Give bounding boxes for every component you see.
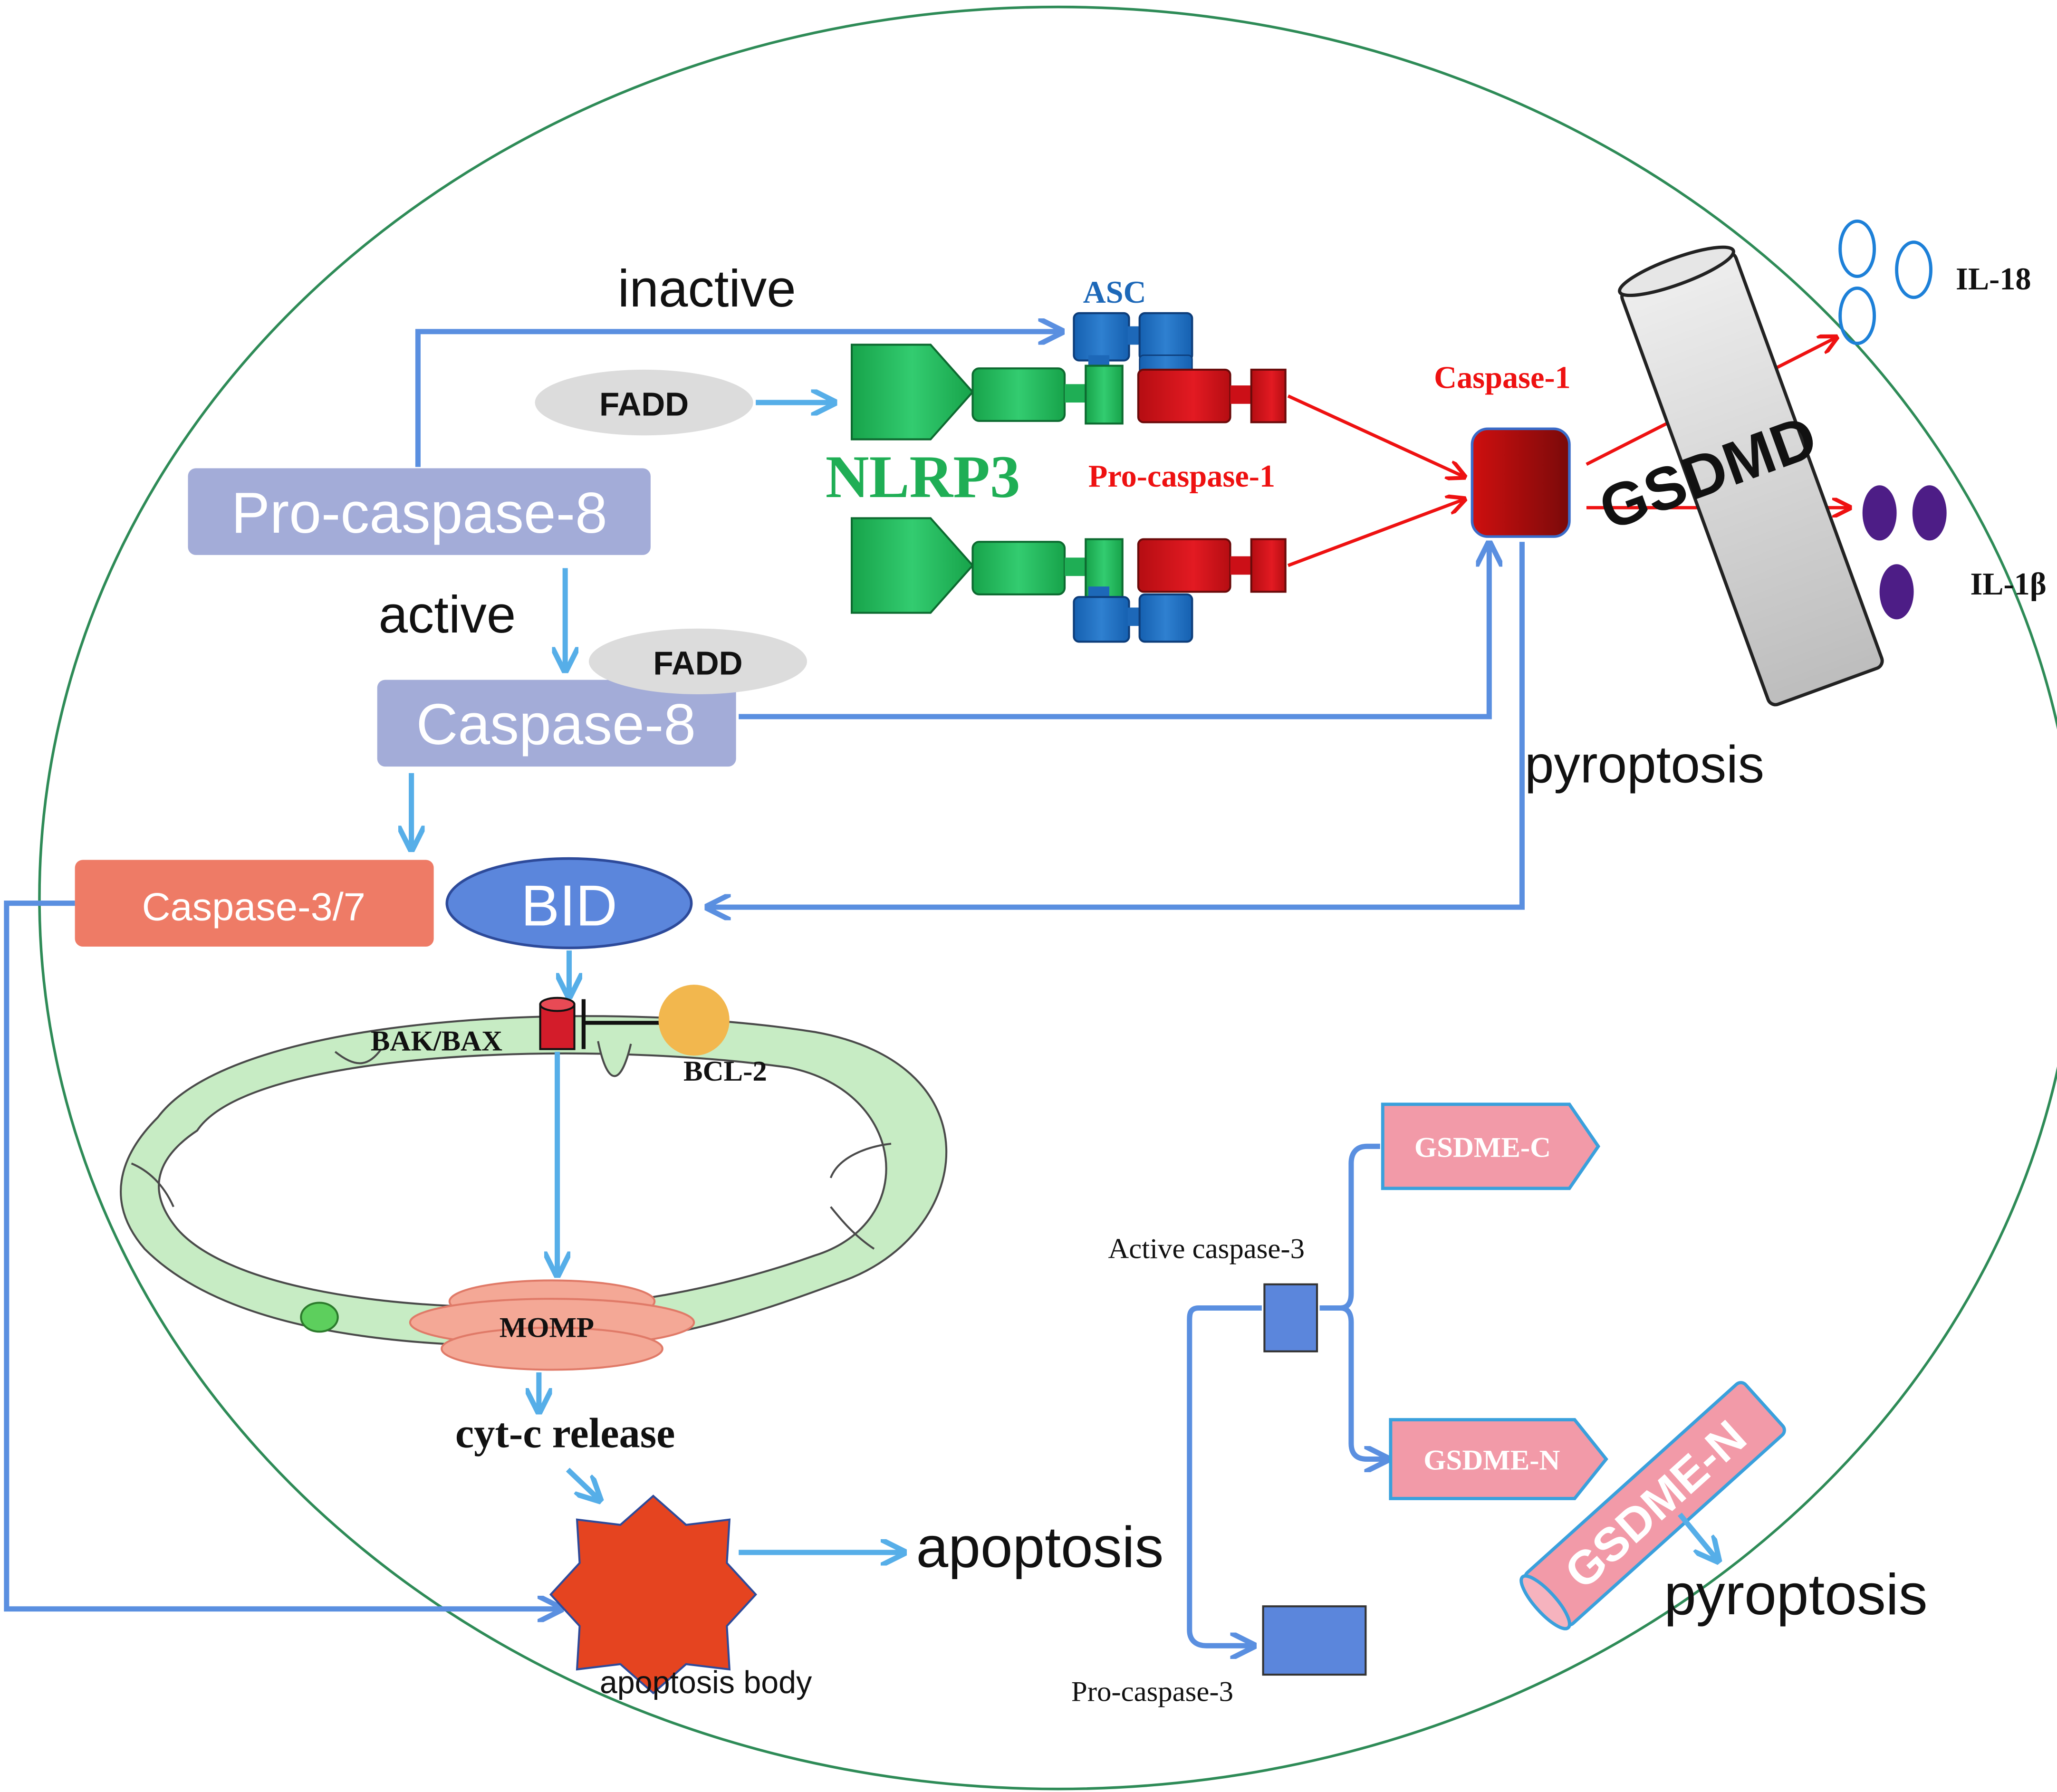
active-caspase3-box: [1263, 1283, 1318, 1352]
bak-bax-label: BAK/BAX: [371, 1025, 502, 1057]
nlrp3-label: NLRP3: [826, 443, 1020, 510]
momp-complex: [409, 1279, 695, 1371]
pro-caspase3-box: [1262, 1605, 1367, 1676]
caspase-37-box: [75, 860, 434, 947]
label-active: active: [378, 585, 516, 644]
fadd-bottom-label: FADD: [653, 645, 742, 682]
fadd-top-label: FADD: [599, 386, 689, 423]
arrow-caspase3-to-gsdme-n: [1340, 1305, 1385, 1459]
il18-label: IL-18: [1956, 262, 2031, 297]
caspase-1-box: [1471, 427, 1571, 538]
mito-crista-5: [131, 1162, 174, 1207]
arrow-caspase8-to-caspase1: [739, 546, 1489, 719]
bak-bax-channel: [539, 997, 576, 1050]
il1b-label: IL-1β: [1970, 567, 2046, 602]
cell-membrane: [38, 6, 2057, 1790]
mito-crista-3: [829, 1142, 892, 1179]
arrow-caspase37-to-apoptosis-body: [4, 901, 559, 1609]
bracket-caspase3: [1187, 1305, 1262, 1646]
arrow-procasp1-bottom-to-caspase1: [1287, 500, 1463, 567]
fadd-top: [535, 369, 753, 436]
caspase-37-label: Caspase-3/7: [142, 885, 365, 929]
gsdme-n-shape: [1389, 1418, 1608, 1500]
pro-caspase3-label: Pro-caspase-3: [1071, 1676, 1233, 1707]
pro-caspase-8-label: Pro-caspase-8: [231, 480, 607, 545]
il18-molecules: [1838, 219, 1932, 345]
pro-caspase-1-top: [1137, 368, 1287, 423]
bcl2-label: BCL-2: [683, 1055, 767, 1087]
mito-crista-2: [597, 1041, 632, 1077]
pro-caspase-1-bottom: [1137, 538, 1287, 593]
nlrp3-top: [850, 344, 1124, 441]
caspase-8-label: Caspase-8: [416, 692, 696, 757]
mito-crista-1: [334, 1048, 382, 1064]
arrow-procasp1-top-to-caspase1: [1287, 394, 1463, 476]
pro-caspase-8-box: [188, 468, 651, 555]
arrow-caspase1-to-bid: [710, 542, 1525, 907]
arrow-caspase3-to-gsdme-c: [1319, 1143, 1380, 1311]
active-caspase3-label: Active caspase-3: [1108, 1233, 1305, 1265]
mito-channel: [300, 1302, 339, 1333]
bid-label: BID: [521, 873, 617, 938]
gsdme-n-box-label: GSDME-N: [1423, 1445, 1560, 1476]
arrow-inactive-to-asc: [415, 332, 1059, 467]
arrow-gsdme-n-to-pyroptosis: [1678, 1513, 1716, 1559]
pyroptosis-top-label: pyroptosis: [1525, 735, 1764, 794]
pro-caspase-1-label: Pro-caspase-1: [1088, 459, 1275, 494]
apoptosis-label: apoptosis: [916, 1514, 1164, 1579]
gsdmd-pore: GSDMD: [1591, 245, 1884, 707]
il1b-molecules: [1862, 485, 1947, 620]
caspase-8-box: [377, 680, 736, 767]
momp-label: MOMP: [500, 1312, 594, 1343]
apoptosis-body: [549, 1495, 757, 1695]
gsdme-c-label: GSDME-C: [1414, 1131, 1551, 1163]
apoptosis-body-label: apoptosis body: [600, 1665, 812, 1700]
fadd-bottom: [588, 628, 807, 694]
bid-oval: [445, 857, 693, 949]
pyroptosis-bottom-label: pyroptosis: [1664, 1562, 1928, 1627]
caspase-1-label: Caspase-1: [1434, 361, 1571, 395]
label-inactive: inactive: [618, 259, 796, 318]
asc-bottom: [1073, 586, 1193, 643]
bcl2-protein: [658, 985, 730, 1056]
gsdme-c-shape: [1381, 1102, 1601, 1190]
asc-label: ASC: [1083, 275, 1146, 310]
mito-crista-4: [830, 1206, 875, 1250]
nlrp3-bottom: [850, 517, 1124, 614]
arrow-cytc-to-apoptosis-body: [566, 1467, 598, 1499]
cytc-label: cyt-c release: [455, 1410, 675, 1457]
